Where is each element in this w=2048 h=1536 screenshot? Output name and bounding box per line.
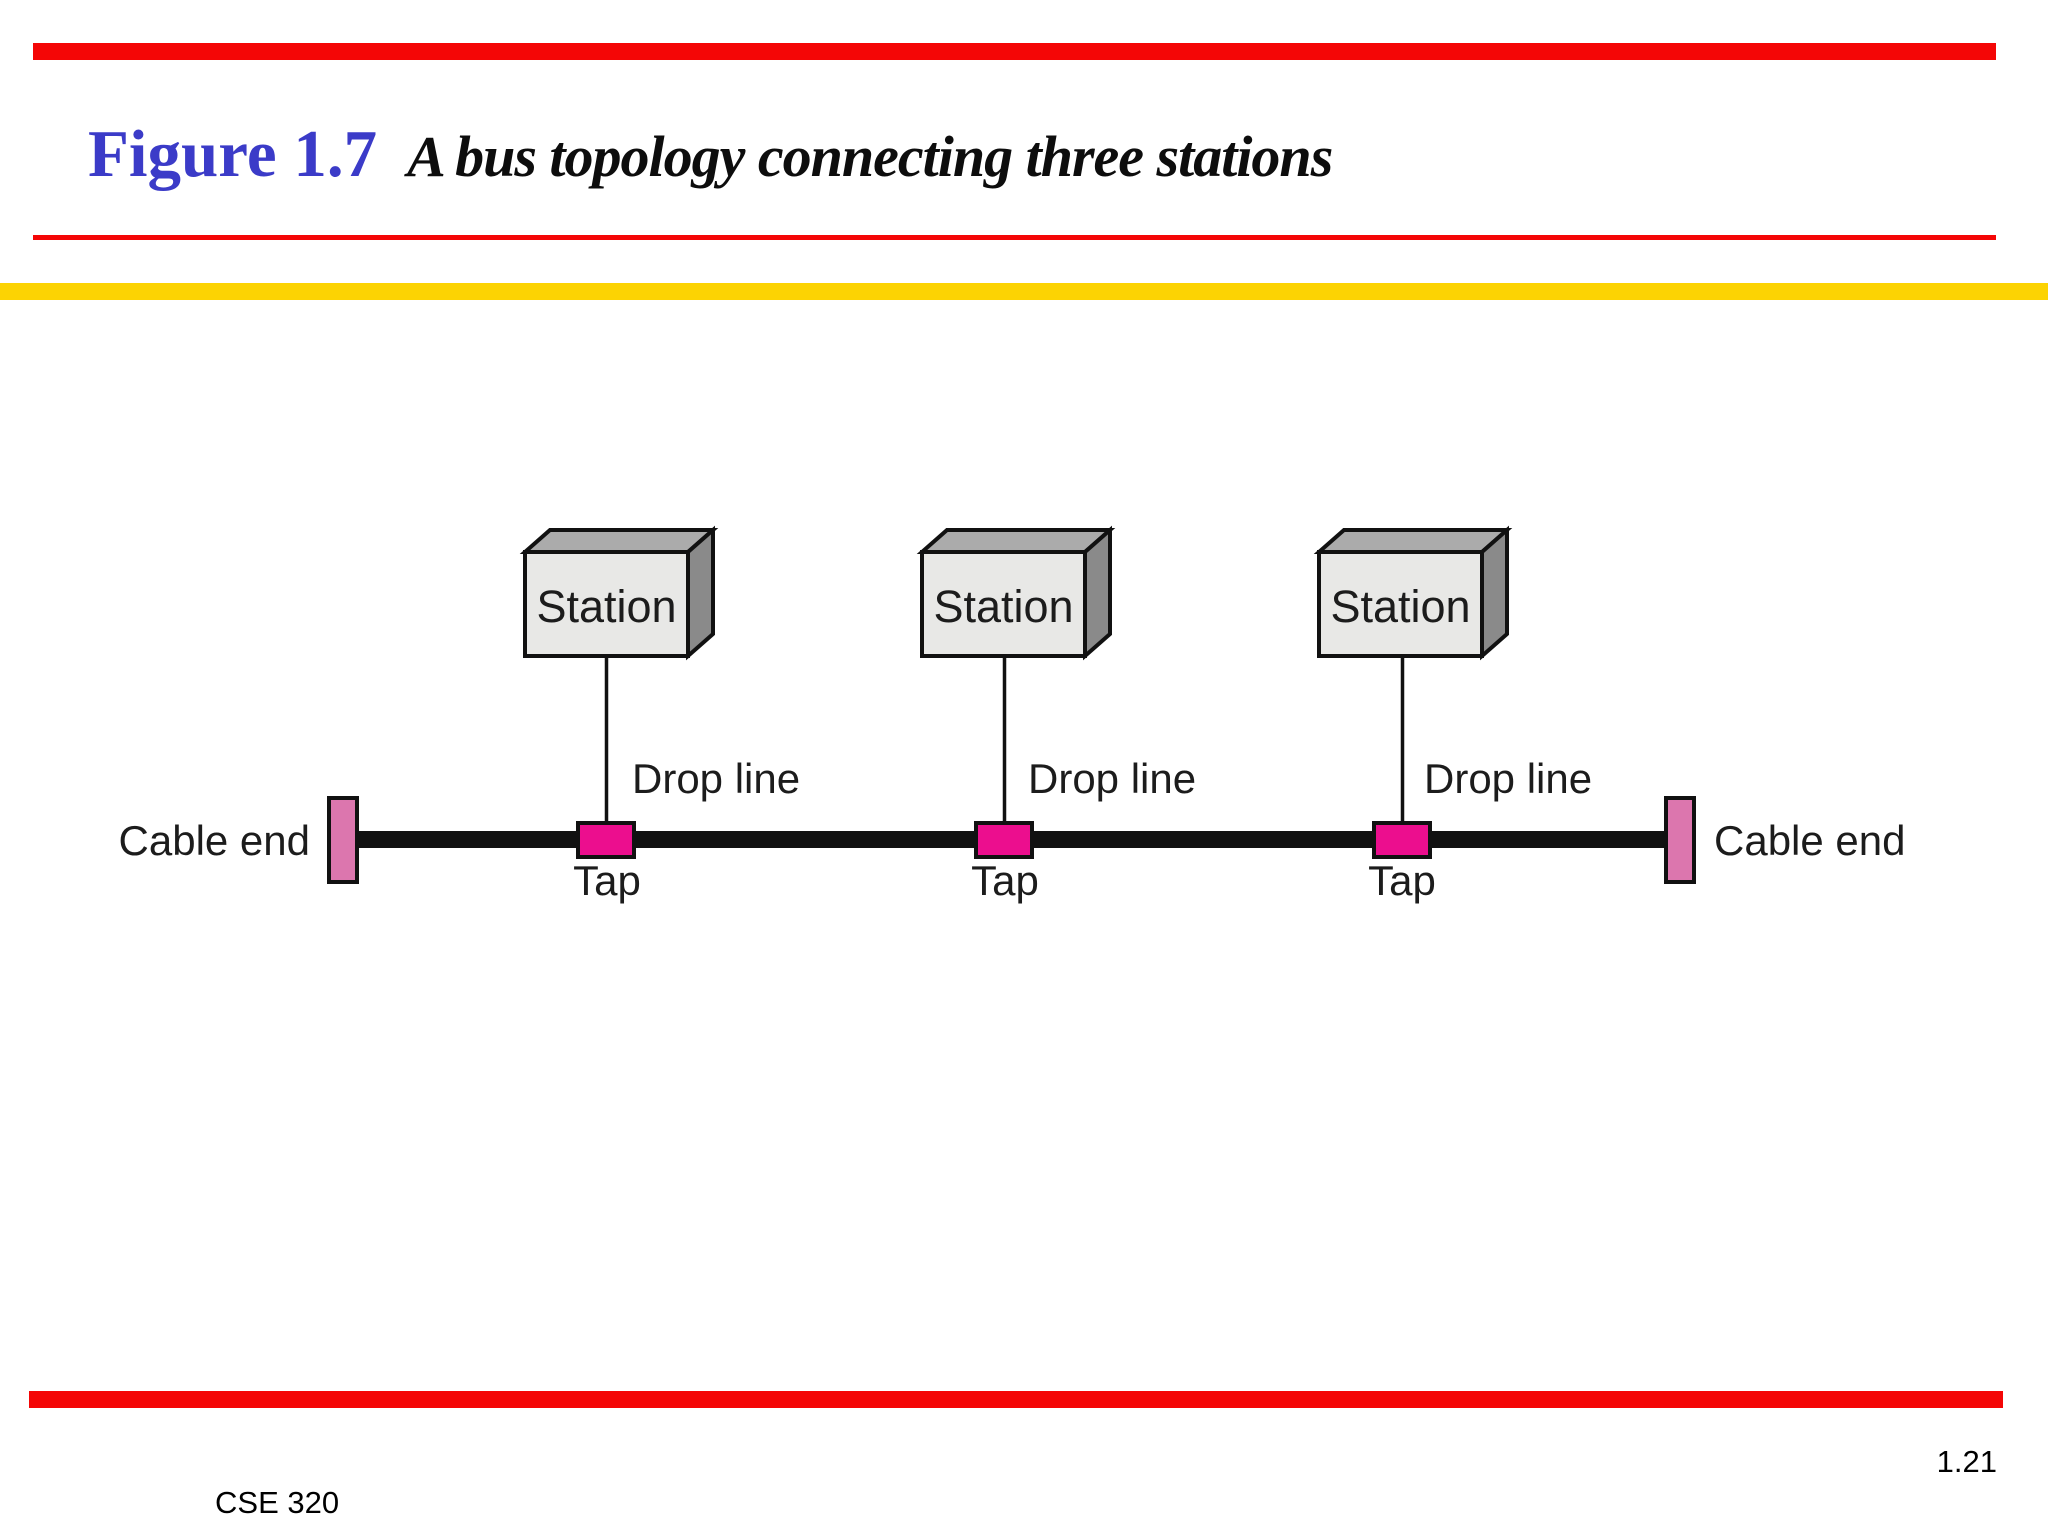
station-box-2	[916, 525, 1116, 661]
tap-label-1: Tap	[573, 857, 641, 904]
station-box-3	[1313, 525, 1513, 661]
tap-connector-2	[974, 821, 1034, 859]
station-box-3-top-face	[1313, 528, 1513, 554]
drop-line-label-1: Drop line	[632, 755, 801, 802]
tap-label-3: Tap	[1368, 857, 1436, 904]
station-box-2-top-face	[916, 528, 1116, 554]
cable-end-label-right: Cable end	[1714, 817, 1906, 864]
figure-caption: A bus topology connecting three stations	[407, 124, 1333, 189]
tap-connector-1	[576, 821, 636, 859]
drop-line-label-3: Drop line	[1424, 755, 1593, 802]
station-box-2-front-face	[920, 550, 1087, 658]
station-box-1-top-face	[519, 528, 719, 554]
title-underline-rule	[33, 235, 1996, 240]
course-code: CSE 320	[215, 1485, 340, 1520]
slide-title: Figure 1.7 A bus topology connecting thr…	[88, 118, 1948, 190]
station-label-1: Station	[536, 581, 677, 632]
station-box-1-side-face	[686, 525, 715, 661]
cable-end-right-connector	[1664, 796, 1696, 884]
page-number: 1.21	[1936, 1444, 1997, 1479]
cable-end-left-connector	[327, 796, 359, 884]
bottom-red-bar	[29, 1391, 2003, 1408]
station-label-3: Station	[1330, 581, 1471, 632]
station-box-1	[519, 525, 719, 661]
cable-end-label-left: Cable end	[118, 817, 310, 864]
drop-line-label-2: Drop line	[1028, 755, 1197, 802]
yellow-divider-bar	[0, 283, 2048, 300]
top-red-bar	[33, 43, 1996, 60]
station-box-1-front-face	[523, 550, 690, 658]
tap-label-2: Tap	[971, 857, 1039, 904]
station-label-2: Station	[933, 581, 1074, 632]
tap-connector-3	[1372, 821, 1432, 859]
figure-number-label: Figure 1.7	[88, 117, 378, 191]
station-box-3-front-face	[1317, 550, 1484, 658]
station-box-2-side-face	[1083, 525, 1112, 661]
station-box-3-side-face	[1480, 525, 1509, 661]
